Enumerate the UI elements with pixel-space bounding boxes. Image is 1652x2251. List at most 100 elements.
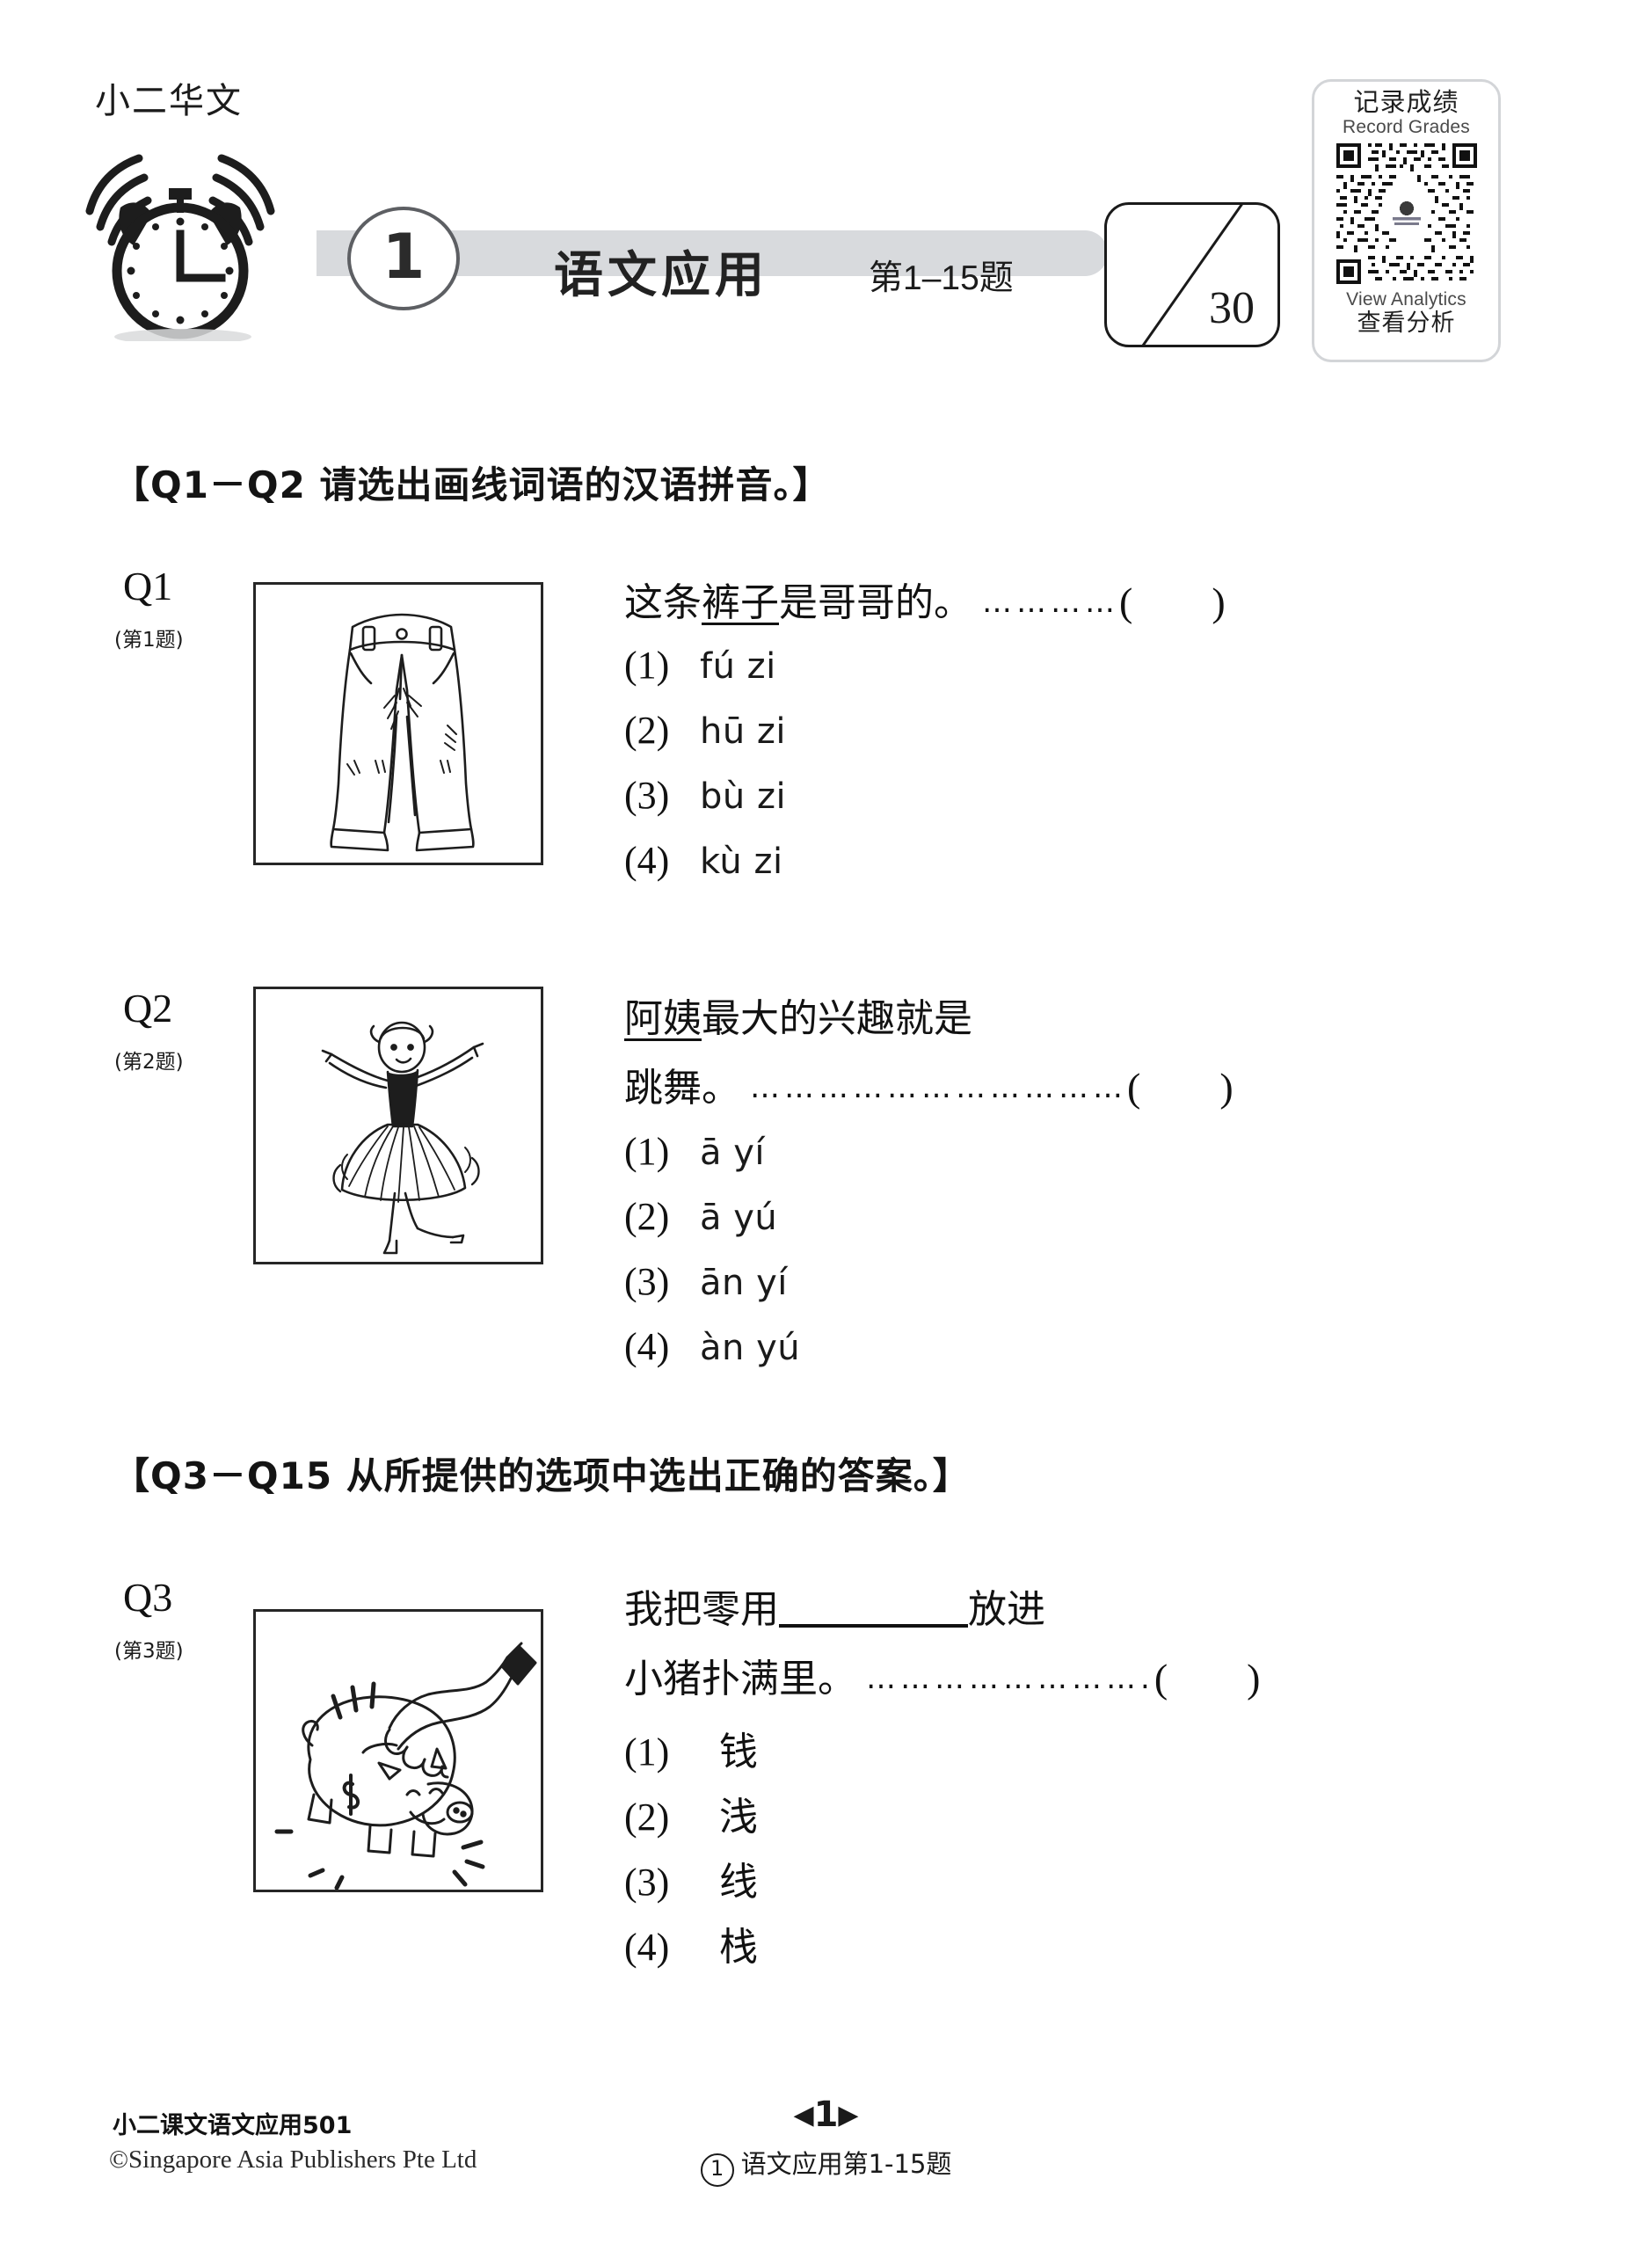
option-row[interactable]: (3) ān yí	[624, 1259, 1234, 1324]
option-text: ān yí	[700, 1262, 788, 1303]
stem-underlined-word: 裤子	[702, 581, 779, 624]
question-label-q2: Q2	[123, 986, 173, 1031]
ballerina-illustration	[253, 987, 543, 1264]
option-number: (3)	[624, 1259, 670, 1303]
question-sublabel-q2: (第2题)	[114, 1051, 184, 1074]
options-list-q2: (1) ā yí (2) ā yú (3) ān yí (4) àn yú	[624, 1129, 1234, 1389]
badge-outline	[347, 207, 460, 310]
question-sublabel-q3: (第3题)	[114, 1640, 184, 1663]
option-row[interactable]: (4) àn yú	[624, 1324, 1234, 1389]
stem-line1-post: 放进	[968, 1588, 1045, 1631]
option-text: bù zi	[700, 776, 787, 818]
option-text: 栈	[719, 1925, 758, 1969]
question-content-q2: 阿姨最大的兴趣就是 跳舞。 ……………………………() (1) ā yí (2)…	[624, 992, 1234, 1389]
stem-underlined-word: 阿姨	[624, 997, 702, 1040]
question-label-q3: Q3	[123, 1575, 173, 1620]
leader-dots: …………………….	[866, 1661, 1154, 1697]
question-stem-q3-line2: 小猪扑满里。 …………………….()	[624, 1650, 1260, 1707]
footer-book-code: 小二课文语文应用501	[113, 2112, 353, 2139]
leader-dots: …………	[982, 585, 1119, 620]
option-row[interactable]: (2) ā yú	[624, 1194, 1234, 1259]
qr-label-cn-top: 记录成绩	[1353, 87, 1459, 117]
option-row[interactable]: (2) hū zi	[624, 708, 1226, 773]
option-text: ā yí	[700, 1132, 766, 1173]
leader-dots: ……………………………	[750, 1070, 1127, 1106]
instruction-q3-q15: 【Q3－Q15 从所提供的选项中选出正确的答案。】	[113, 1454, 971, 1497]
option-number: (2)	[624, 1795, 670, 1839]
qr-label-en-top: Record Grades	[1343, 117, 1470, 138]
question-content-q3: 我把零用 放进 小猪扑满里。 …………………….() (1) 钱 (2) 浅 (3…	[624, 1583, 1260, 1980]
option-text: 钱	[719, 1730, 758, 1774]
section-number-badge: 1	[347, 207, 460, 310]
question-content-q1: 这条裤子是哥哥的。 …………() (1) fú zi (2) hū zi (3)…	[624, 573, 1226, 903]
question-stem-q3-line1: 我把零用 放进	[624, 1583, 1260, 1637]
question-label-q1: Q1	[123, 564, 173, 608]
qr-label-en-bottom: View Analytics	[1346, 288, 1466, 310]
page-title: 语文应用	[554, 247, 768, 304]
option-text: 浅	[719, 1795, 758, 1839]
option-row[interactable]: (3) 线	[624, 1850, 1260, 1915]
qr-code-icon[interactable]	[1332, 139, 1481, 288]
page-number-value: 1	[813, 2094, 839, 2135]
option-row[interactable]: (1) ā yí	[624, 1129, 1234, 1194]
stem-line2: 小猪扑满里。	[624, 1657, 856, 1701]
page-header: 小二华文	[0, 0, 1652, 413]
option-row[interactable]: (1) fú zi	[624, 643, 1226, 708]
option-text: hū zi	[700, 711, 787, 753]
section-question-range: 第1–15题	[869, 259, 1014, 297]
answer-paren-close: )	[1212, 579, 1226, 624]
score-total: 30	[1209, 283, 1255, 333]
option-text: ā yú	[700, 1197, 778, 1238]
options-list-q3: (1) 钱 (2) 浅 (3) 线 (4) 栈	[624, 1720, 1260, 1980]
footer-copyright: ©Singapore Asia Publishers Pte Ltd	[109, 2145, 477, 2174]
stem-line2: 跳舞。	[624, 1067, 740, 1111]
pants-illustration	[253, 582, 543, 865]
question-stem-q2-line2: 跳舞。 ……………………………()	[624, 1059, 1234, 1116]
footer-section-text: 语文应用第1-15题	[740, 2149, 952, 2179]
option-number: (1)	[624, 644, 670, 688]
answer-paren-close: )	[1219, 1065, 1234, 1111]
option-row[interactable]: (2) 浅	[624, 1785, 1260, 1850]
option-number: (4)	[624, 1324, 670, 1368]
stem-line1-pre: 我把零用	[624, 1588, 779, 1631]
alarm-clock-icon	[70, 130, 290, 345]
option-number: (4)	[624, 839, 670, 883]
section-number: 1	[382, 221, 426, 293]
option-number: (2)	[624, 709, 670, 753]
option-row[interactable]: (4) 栈	[624, 1915, 1260, 1980]
option-text: fú zi	[700, 646, 776, 688]
stem-post: 是哥哥的。	[779, 581, 972, 624]
stem-post: 最大的兴趣就是	[702, 997, 972, 1040]
answer-blank-line[interactable]	[779, 1624, 968, 1628]
option-number: (1)	[624, 1730, 670, 1774]
qr-card[interactable]: 记录成绩 Record Grades	[1312, 79, 1501, 362]
option-number: (3)	[624, 1860, 670, 1904]
answer-paren-close: )	[1247, 1656, 1261, 1701]
option-number: (1)	[624, 1129, 670, 1173]
brand-label: 小二华文	[95, 81, 243, 120]
options-list-q1: (1) fú zi (2) hū zi (3) bù zi (4) kù zi	[624, 643, 1226, 903]
qr-label-cn-bottom: 查看分析	[1357, 309, 1456, 337]
answer-paren-open: (	[1119, 579, 1133, 624]
option-number: (2)	[624, 1194, 670, 1238]
option-number: (3)	[624, 774, 670, 818]
option-row[interactable]: (1) 钱	[624, 1720, 1260, 1785]
piggy-bank-illustration	[253, 1609, 543, 1892]
instruction-q1-q2: 【Q1－Q2 请选出画线词语的汉语拼音。】	[113, 463, 831, 506]
option-row[interactable]: (4) kù zi	[624, 838, 1226, 903]
question-stem-q2-line1: 阿姨最大的兴趣就是	[624, 992, 1234, 1046]
stem-pre: 这条	[624, 581, 702, 624]
answer-paren-open: (	[1127, 1065, 1141, 1111]
option-row[interactable]: (3) bù zi	[624, 773, 1226, 838]
question-sublabel-q1: (第1题)	[114, 629, 184, 652]
arrow-left-icon: ◀	[793, 2100, 814, 2131]
score-box[interactable]: 30	[1104, 202, 1280, 347]
question-stem-q1: 这条裤子是哥哥的。 …………()	[624, 573, 1226, 630]
answer-paren-open: (	[1153, 1656, 1168, 1701]
option-text: àn yú	[700, 1327, 801, 1368]
arrow-right-icon: ▶	[838, 2100, 859, 2131]
footer-section-marker: 1	[700, 2153, 734, 2187]
option-number: (4)	[624, 1925, 670, 1969]
option-text: kù zi	[700, 841, 783, 883]
